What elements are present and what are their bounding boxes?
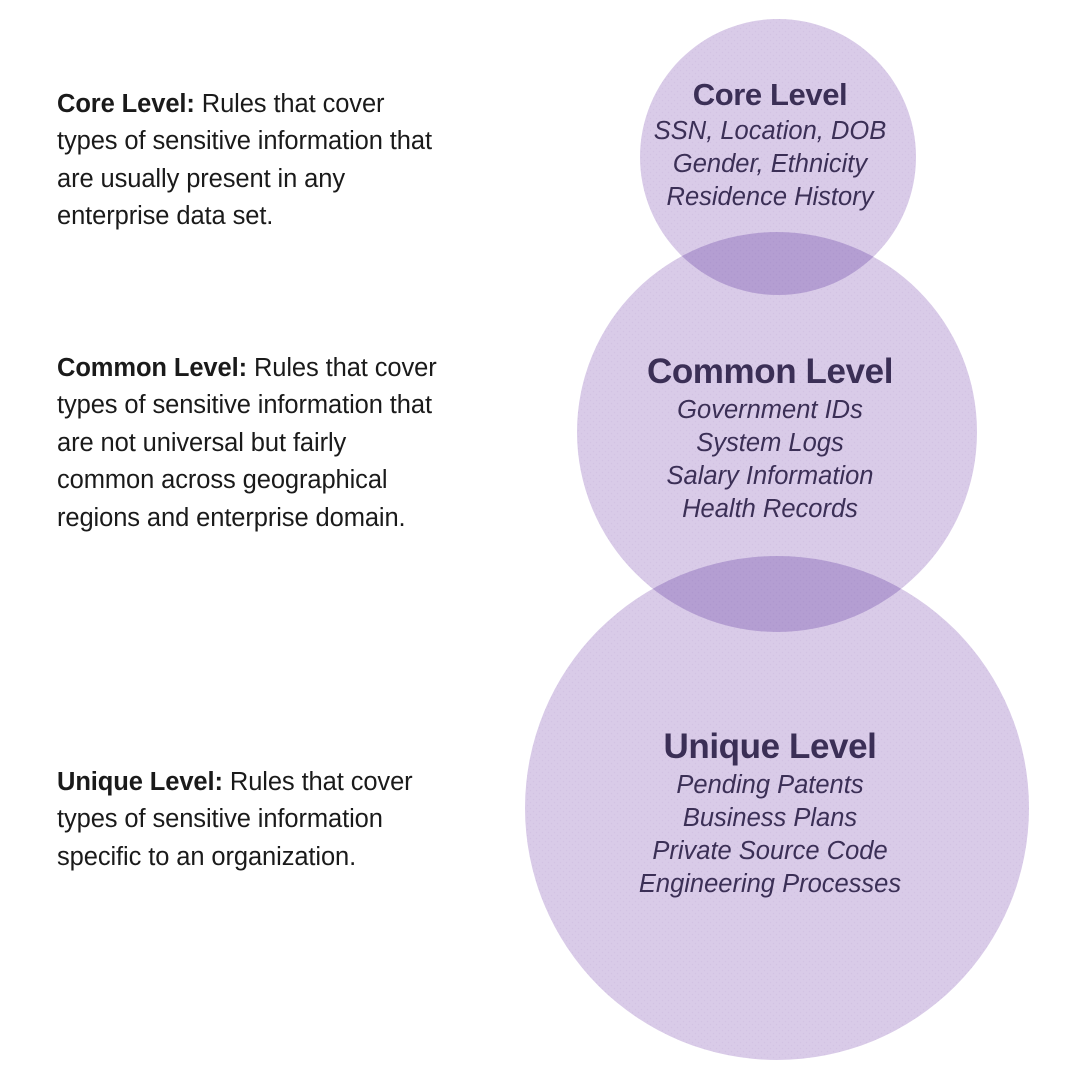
bubble-core-items: SSN, Location, DOB Gender, Ethnicity Res… (460, 115, 1080, 214)
circle-common (577, 232, 977, 632)
circle-core (640, 19, 916, 295)
bubble-core-label: Core Level SSN, Location, DOB Gender, Et… (460, 75, 1080, 214)
bubble-common-item: Health Records (682, 495, 858, 523)
description-common-lead: Common Level: (57, 353, 247, 382)
bubble-unique-item: Private Source Code (652, 837, 888, 865)
description-unique-body: Rules that cover types of sensitive info… (57, 767, 413, 871)
bubble-common-item: Government IDs (677, 396, 863, 424)
description-common: Common Level: Rules that cover types of … (57, 350, 449, 538)
description-core-body: Rules that cover types of sensitive info… (57, 89, 432, 231)
description-core-lead: Core Level: (57, 89, 195, 118)
bubble-unique-item: Pending Patents (676, 771, 864, 799)
description-unique: Unique Level: Rules that cover types of … (57, 764, 449, 877)
description-common-body: Rules that cover types of sensitive info… (57, 353, 437, 532)
bubble-unique-item: Business Plans (682, 804, 858, 832)
bubble-unique-label: Unique Level Pending Patents Business Pl… (460, 724, 1080, 901)
bubble-core-title: Core Level (692, 77, 848, 112)
bubble-unique-title: Unique Level (663, 727, 877, 766)
bubble-core-item: Residence History (666, 183, 874, 211)
description-core: Core Level: Rules that cover types of se… (57, 86, 449, 236)
bubble-common-item: Salary Information (666, 462, 874, 490)
bubble-core-item: Gender, Ethnicity (672, 150, 868, 178)
bubble-core-item: SSN, Location, DOB (653, 117, 887, 145)
bubble-common-label: Common Level Government IDs System Logs … (460, 349, 1080, 526)
circle-unique (525, 556, 1029, 1060)
description-unique-lead: Unique Level: (57, 767, 223, 796)
venn-circles-graphic (525, 19, 1029, 1060)
venn-stack: Core Level SSN, Location, DOB Gender, Et… (460, 0, 1080, 1080)
bubble-common-items: Government IDs System Logs Salary Inform… (460, 394, 1080, 526)
bubble-unique-items: Pending Patents Business Plans Private S… (460, 769, 1080, 901)
descriptions-column: Core Level: Rules that cover types of se… (57, 0, 457, 1080)
bubble-common-title: Common Level (646, 352, 894, 391)
bubble-common-item: System Logs (696, 429, 844, 457)
bubble-unique-item: Engineering Processes (638, 870, 902, 898)
venn-labels: Core Level SSN, Location, DOB Gender, Et… (460, 0, 1080, 1080)
